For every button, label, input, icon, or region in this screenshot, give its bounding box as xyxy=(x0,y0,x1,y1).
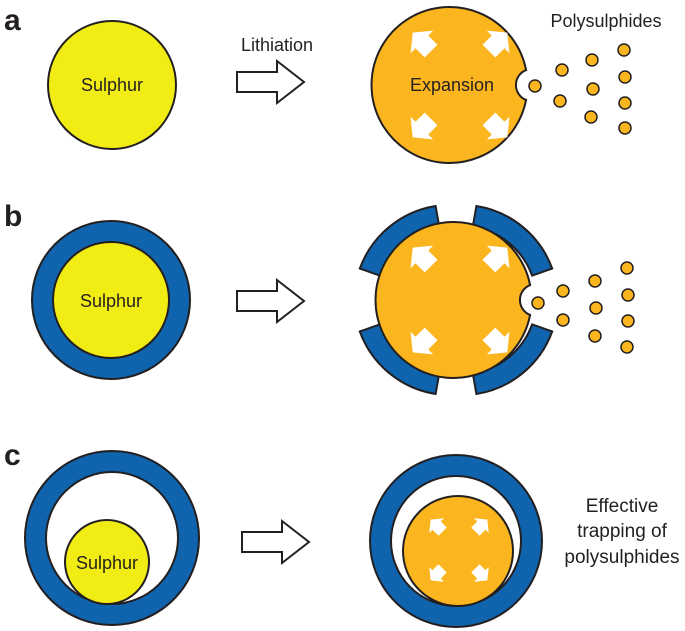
polysulphide-droplet xyxy=(618,96,632,110)
sulphur-particle xyxy=(47,20,177,150)
polysulphide-droplets xyxy=(528,43,632,135)
panel-b: b Sulphur xyxy=(4,200,635,396)
expanded-particle xyxy=(374,221,532,379)
sulphur-label: Sulphur xyxy=(76,553,138,573)
polysulphide-droplet xyxy=(588,329,602,343)
polysulphide-droplet xyxy=(585,53,599,67)
polysulphide-droplet xyxy=(589,301,603,315)
polysulphide-droplet xyxy=(528,79,542,93)
panel-c-label: c xyxy=(4,439,21,472)
polysulphide-droplet xyxy=(586,82,600,96)
trapping-label-line-1: Effective xyxy=(586,496,659,517)
polysulphide-droplet xyxy=(531,296,545,310)
polysulphide-droplets xyxy=(531,261,635,354)
polysulphide-droplet xyxy=(556,284,570,298)
trapping-label-line-3: polysulphides xyxy=(564,547,679,568)
lithiation-label: Lithiation xyxy=(241,35,313,55)
polysulphide-droplet xyxy=(588,274,602,288)
expansion-label: Expansion xyxy=(410,75,494,95)
panel-a: a Sulphur Lithiation Expansion Polysulph… xyxy=(4,4,662,164)
panel-c: c Sulphur Effective trapping of polysulp… xyxy=(4,439,680,628)
panel-b-label: b xyxy=(4,200,22,233)
sulphur-core xyxy=(52,241,170,359)
polysulphide-droplet xyxy=(553,94,567,108)
polysulphide-droplet xyxy=(556,313,570,327)
polysulphide-droplet xyxy=(584,110,598,124)
polysulphide-droplet xyxy=(618,70,632,84)
polysulphide-droplet xyxy=(620,261,634,275)
lithiated-core xyxy=(402,495,514,607)
trapping-label-line-2: trapping of xyxy=(577,521,668,542)
polysulphide-droplet xyxy=(620,340,634,354)
polysulphide-droplet xyxy=(555,63,569,77)
lithiation-arrow xyxy=(236,279,305,323)
polysulphide-droplet xyxy=(617,43,631,57)
lithiation-arrow xyxy=(241,520,310,564)
polysulphide-droplet xyxy=(621,314,635,328)
polysulphide-droplet xyxy=(621,288,635,302)
lithiation-arrow xyxy=(236,60,305,104)
sulphur-label: Sulphur xyxy=(81,75,143,95)
polysulphide-droplet xyxy=(618,121,632,135)
panel-a-label: a xyxy=(4,4,21,37)
sulphur-label: Sulphur xyxy=(80,291,142,311)
polysulphides-label: Polysulphides xyxy=(550,11,661,31)
sulphur-core xyxy=(64,519,150,605)
